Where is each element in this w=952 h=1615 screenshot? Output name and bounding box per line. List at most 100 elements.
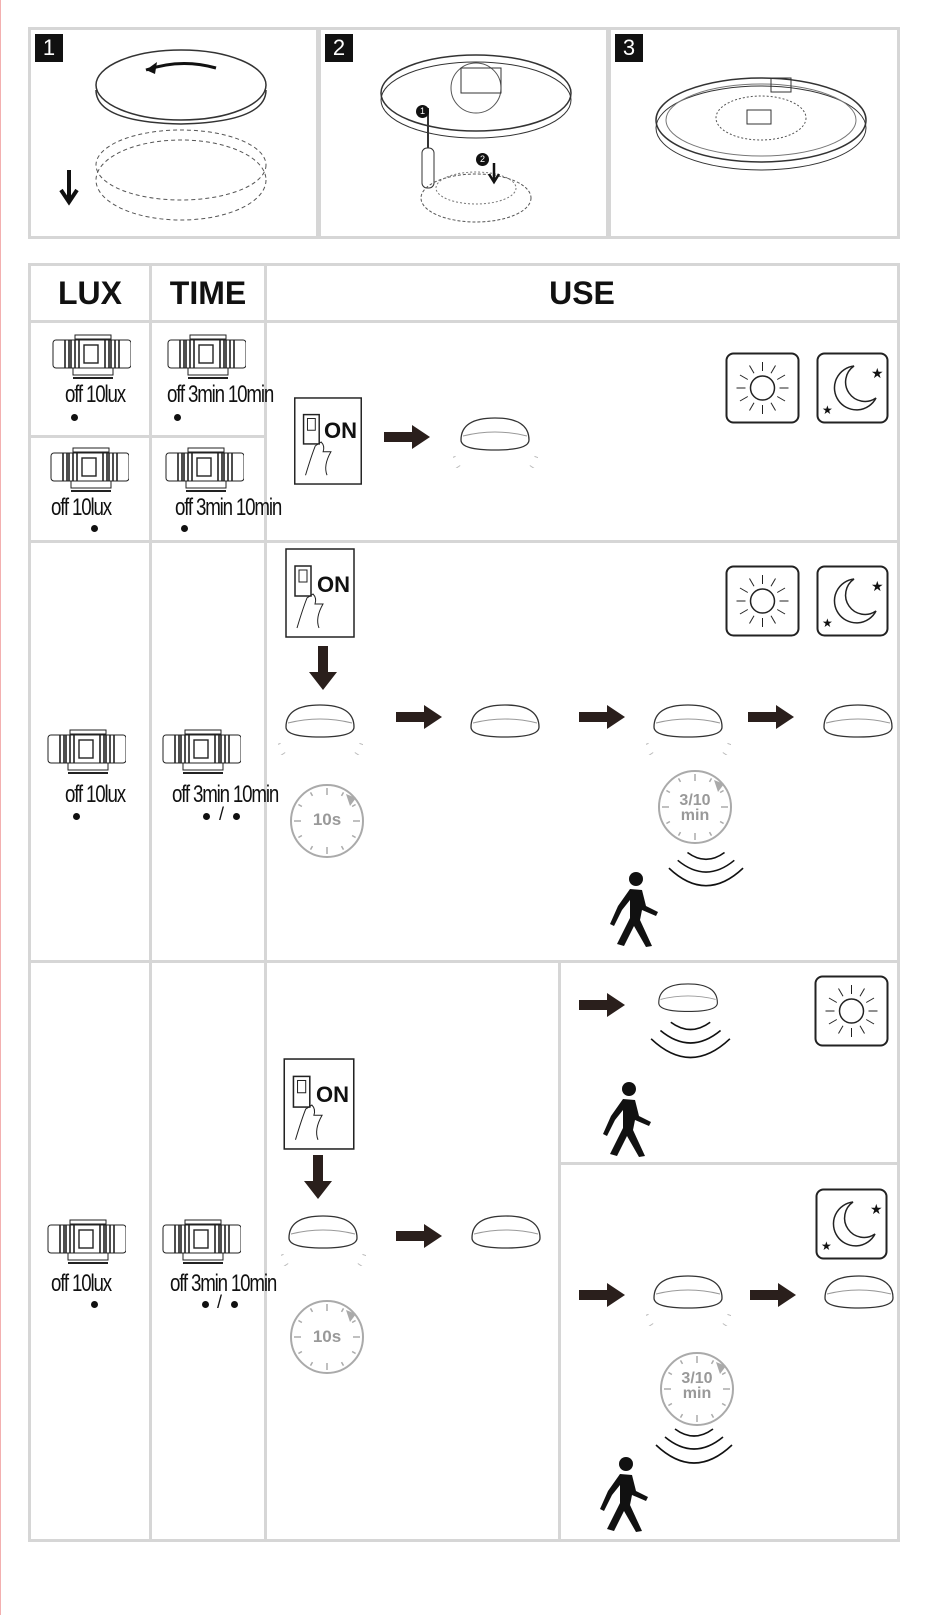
label-10min: 10min (230, 1270, 277, 1297)
arrow-right-icon (579, 993, 625, 1017)
label-off: off (51, 1270, 69, 1297)
label-3min: 3min (192, 781, 230, 808)
walking-person-icon (599, 1080, 659, 1158)
timer-3-10min-icon (656, 768, 734, 846)
label-off: off (65, 781, 83, 808)
svg-text:★: ★ (822, 403, 833, 417)
header-time: TIME (149, 263, 267, 323)
selected-dot (73, 813, 80, 820)
label-10lux: 10lux (71, 1270, 112, 1297)
step-number: 3 (615, 34, 643, 62)
selected-dot-3min (203, 813, 210, 820)
time-dial-labels: off 3min 10min (167, 381, 274, 409)
switch-on-label: ON (316, 1082, 349, 1107)
label-3min: 3min (187, 381, 225, 408)
step-marker: 1 (416, 105, 429, 118)
lux-dial-icon (49, 446, 129, 494)
time-dial-icon (161, 728, 241, 776)
header-lux: LUX (28, 263, 152, 323)
daylight-icon (725, 352, 800, 424)
timer-10s-icon (288, 1298, 366, 1376)
lamp-on-icon (281, 1208, 366, 1266)
time-dial-labels: off 3min 10min (170, 1270, 277, 1298)
selected-dot (91, 525, 98, 532)
daylight-icon (814, 975, 889, 1047)
walking-person-icon (606, 870, 666, 948)
lux-dial-labels: off 10lux (65, 781, 126, 809)
led-module-removal-illustration (376, 48, 576, 233)
label-off: off (65, 381, 83, 408)
svg-text:★: ★ (871, 578, 884, 594)
step-2-panel: 2 1 2 (318, 27, 609, 239)
timer-10s-label: 10s (312, 810, 342, 829)
step-number: 1 (35, 34, 63, 62)
arrow-right-icon (396, 705, 442, 729)
selected-dot (91, 1301, 98, 1308)
label-3min: 3min (190, 1270, 228, 1297)
lux-dial-icon (46, 1218, 126, 1266)
time-dial-icon (166, 333, 246, 381)
svg-text:★: ★ (870, 1201, 883, 1217)
lamp-on-icon (278, 697, 363, 755)
lamp-dim-icon (463, 697, 548, 755)
step-3-panel: 3 (608, 27, 900, 239)
lux-dial-labels: off 10lux (65, 381, 126, 409)
svg-text:★: ★ (821, 1239, 832, 1253)
motion-waves-icon (666, 848, 746, 898)
lux-dial-labels: off 10lux (51, 494, 112, 522)
label-10lux: 10lux (85, 781, 126, 808)
motion-waves-icon (653, 1425, 735, 1475)
timer-value: 3/10 (681, 1370, 713, 1387)
svg-text:★: ★ (822, 616, 833, 630)
switch-on-label: ON (324, 418, 357, 443)
arrow-right-icon (396, 1224, 442, 1248)
lux-dial-icon (46, 728, 126, 776)
wall-switch-icon (293, 397, 363, 485)
walking-person-icon (596, 1455, 656, 1533)
label-10min: 10min (232, 781, 279, 808)
or-separator: / (217, 1292, 223, 1312)
lamp-on-icon (646, 697, 731, 755)
daylight-icon (725, 565, 800, 637)
label-10lux: 10lux (85, 381, 126, 408)
night-icon: ★★ (816, 352, 889, 424)
arrow-down-icon (304, 1155, 332, 1199)
arrow-right-icon (579, 1283, 625, 1307)
time-dial-labels: off 3min 10min (172, 781, 279, 809)
time-dial-icon (161, 1218, 241, 1266)
label-off: off (175, 494, 193, 521)
or-separator: / (219, 804, 225, 824)
wall-switch-icon (285, 548, 355, 638)
lamp-base-illustration (651, 70, 871, 180)
lamp-off-icon (816, 697, 901, 755)
time-dial-icon (164, 446, 244, 494)
night-icon: ★★ (814, 1188, 889, 1260)
lamp-off-icon (817, 1268, 902, 1326)
motion-waves-icon (648, 1018, 733, 1070)
arrow-right-icon (579, 705, 625, 729)
timer-unit: min (682, 1385, 712, 1402)
label-off: off (167, 381, 185, 408)
label-3min: 3min (195, 494, 233, 521)
selected-dot (174, 414, 181, 421)
selected-dot (71, 414, 78, 421)
timer-value: 3/10 (679, 792, 711, 809)
label-off: off (172, 781, 190, 808)
step-1-panel: 1 (28, 27, 319, 239)
switch-on-label: ON (317, 572, 350, 597)
arrow-right-icon (750, 1283, 796, 1307)
selected-dot (181, 525, 188, 532)
lamp-off-icon (464, 1208, 549, 1266)
label-off: off (170, 1270, 188, 1297)
lamp-on-icon (646, 1268, 731, 1326)
arrow-down-icon (309, 646, 337, 690)
lux-dial-icon (51, 333, 131, 381)
timer-10s-icon (288, 782, 366, 860)
lamp-on-icon (453, 410, 538, 468)
label-off: off (51, 494, 69, 521)
label-10lux: 10lux (71, 494, 112, 521)
selected-dot-10min (231, 1301, 238, 1308)
label-10min: 10min (227, 381, 274, 408)
wall-switch-icon (283, 1058, 355, 1150)
selected-dot-3min (202, 1301, 209, 1308)
